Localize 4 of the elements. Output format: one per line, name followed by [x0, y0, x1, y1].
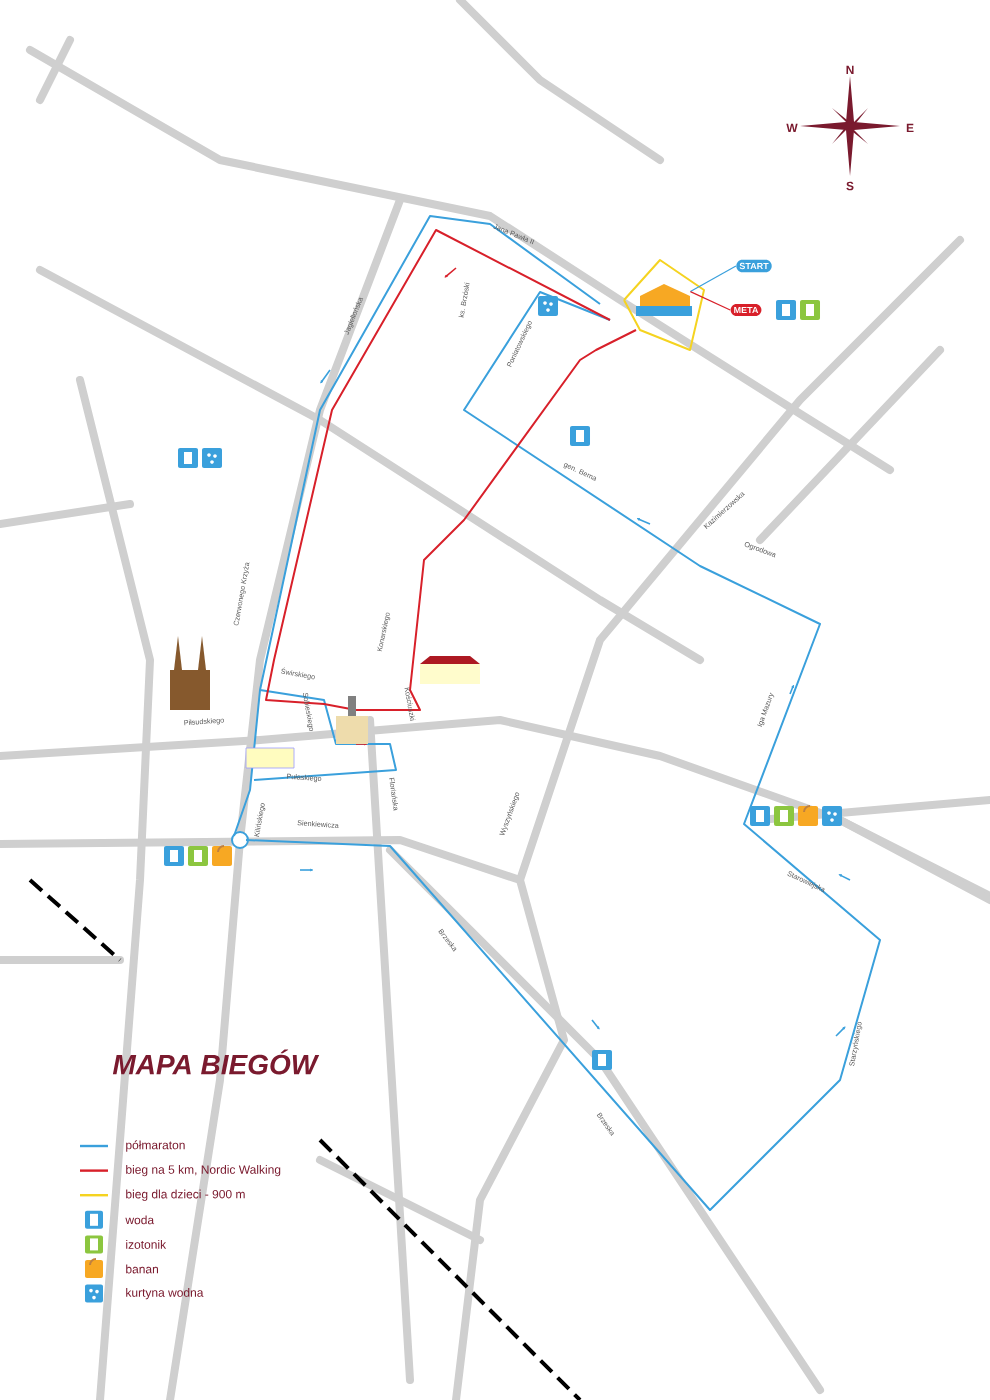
leader-line [689, 265, 737, 293]
title: MAPA BIEGÓW [112, 1049, 320, 1075]
stadium-drawing [636, 284, 692, 316]
leader-line [689, 291, 731, 311]
